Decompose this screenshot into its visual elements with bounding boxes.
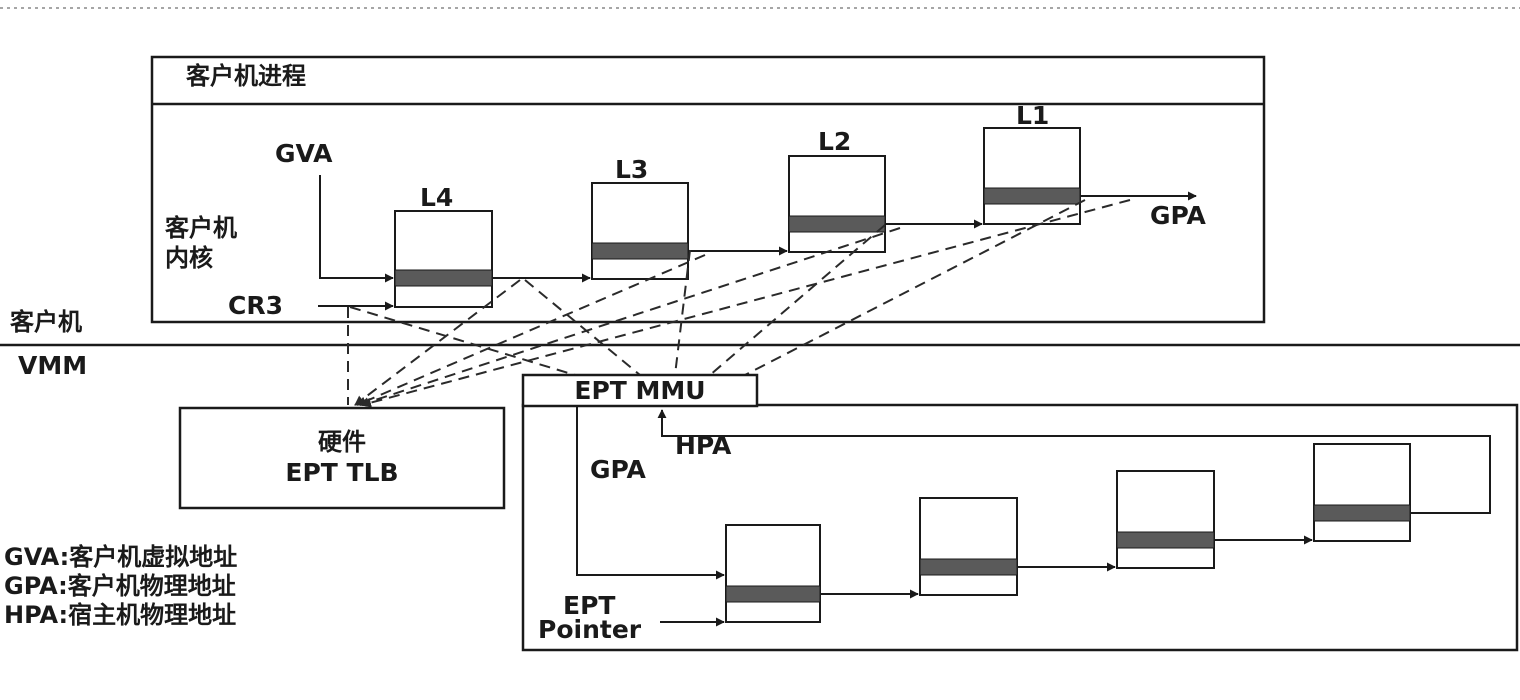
ept-pointer-label-line1: EPT [563, 591, 615, 620]
ept-pointer-label-line2: Pointer [538, 615, 642, 644]
ept-region-box [521, 403, 1519, 652]
guest-side-label: 客户机 [10, 308, 82, 336]
ept-gpa-label: GPA [590, 455, 647, 484]
ept-page-table-4 [1313, 443, 1411, 542]
gpa-output-label: GPA [1150, 201, 1207, 230]
legend-gva: GVA:客户机虚拟地址 [4, 543, 237, 571]
guest-page-table-l2: L2 [788, 127, 886, 253]
gva-to-l4-arrow [319, 175, 394, 283]
level-label-l3: L3 [615, 155, 648, 184]
legend-hpa: HPA:宿主机物理地址 [4, 601, 236, 629]
ept-tlb-label-line2: EPT TLB [285, 458, 398, 487]
vmm-label: VMM [18, 351, 87, 380]
gpa-to-ept-table-arrow [576, 406, 725, 580]
legend-gpa: GPA:客户机物理地址 [4, 572, 236, 600]
ept-page-table-3 [1116, 470, 1215, 569]
ept-tlb-box [178, 406, 506, 510]
ept-page-table-1 [725, 524, 821, 623]
gva-label: GVA [275, 139, 333, 168]
ept-mmu-box [521, 373, 759, 408]
level-label-l1: L1 [1016, 101, 1049, 130]
hpa-return-arrow [657, 409, 1491, 514]
guest-process-title: 客户机进程 [186, 62, 306, 90]
guest-process-box [150, 55, 1266, 324]
guest-page-table-l3: L3 [591, 155, 689, 280]
guest-page-table-l4: L4 [394, 183, 493, 308]
guest-page-table-l1: L1 [983, 101, 1081, 225]
guest-kernel-label-line2: 内核 [165, 244, 213, 272]
cr3-label: CR3 [228, 291, 283, 320]
ept-mmu-label: EPT MMU [574, 376, 705, 405]
ept-page-table-2 [919, 497, 1018, 596]
dashed-translation-lines [347, 199, 1131, 408]
guest-kernel-label-line1: 客户机 [165, 214, 237, 242]
level-label-l4: L4 [420, 183, 453, 212]
level-label-l2: L2 [818, 127, 851, 156]
ept-tlb-label-line1: 硬件 [318, 428, 366, 456]
